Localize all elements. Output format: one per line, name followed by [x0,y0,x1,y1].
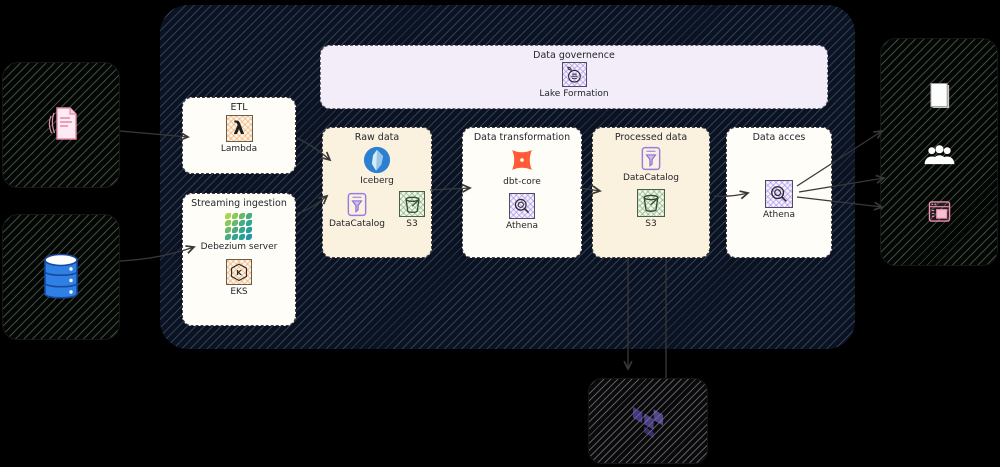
service-datacatalog: DataCatalog [623,146,679,183]
service-label: Lambda [220,144,258,154]
service-debezium: Debezium server [200,213,278,252]
service-athena: Athena [506,193,538,231]
service-label: DataCatalog [622,173,680,183]
service-dbt: dbt-core [503,145,541,187]
s3-icon [637,189,665,217]
service-lambda: λ Lambda [221,115,257,154]
service-s3: S3 [637,189,665,229]
datacatalog-icon [347,192,367,217]
eks-icon: K [226,259,252,285]
database-icon [44,253,78,299]
users-icon [924,145,954,165]
service-label: Athena [763,210,795,220]
report-icon [928,201,950,222]
service-label: S3 [645,219,657,229]
node-streaming-ingestion: Streaming ingestion Debezium server K [182,193,296,326]
source-files-node [2,62,120,188]
node-title: Data transformation [473,132,571,143]
lambda-icon: λ [225,115,253,142]
node-title: Raw data [354,132,400,143]
source-database-node [2,214,120,340]
node-etl: ETL λ Lambda [182,97,296,174]
service-datacatalog: DataCatalog [329,192,385,229]
iceberg-icon [363,146,391,174]
service-lake-formation: Lake Formation [539,62,609,99]
service-label: S3 [406,219,418,229]
data-platform-container: Data governence Lake Formation ETL [160,5,855,349]
service-athena: Athena [763,180,795,220]
consumers-node [880,38,998,266]
service-label: Athena [506,221,538,231]
node-processed-data: Processed data DataCatalog S3 [592,127,710,258]
node-raw-data: Raw data Iceberg DataCatalog [322,127,432,258]
documents-icon [48,107,77,140]
lake-formation-icon [561,62,587,87]
datacatalog-icon [641,146,661,171]
service-s3: S3 [399,191,426,229]
service-label: Debezium server [200,242,278,252]
s3-icon [399,191,426,217]
svg-text:K: K [236,268,242,277]
athena-icon [765,180,793,208]
athena-icon [509,193,535,219]
node-data-transformation: Data transformation dbt-core Athena [462,127,582,258]
document-icon [929,83,949,109]
debezium-icon [225,213,253,240]
service-label: DataCatalog [328,219,386,229]
dbt-icon [512,150,532,170]
node-title: Data governence [533,50,615,61]
service-label: Iceberg [360,176,394,186]
service-label: Lake Formation [539,89,609,99]
service-iceberg: Iceberg [360,146,394,186]
terraform-node [588,378,708,464]
node-title: Processed data [614,132,688,143]
node-data-governance: Data governence Lake Formation [320,45,828,109]
node-data-access: Data acces Athena [726,127,832,258]
node-title: Streaming ingestion [191,198,287,209]
service-label: dbt-core [503,177,541,187]
terraform-icon [632,406,664,438]
service-label: EKS [230,287,248,297]
node-title: Data acces [752,132,806,143]
node-title: ETL [230,102,248,113]
service-eks: K EKS [226,259,252,297]
